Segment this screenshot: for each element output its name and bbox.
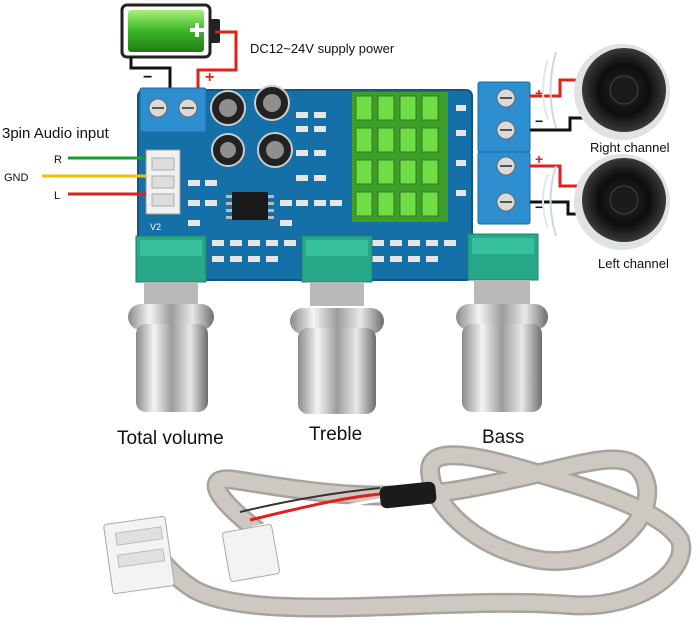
total-volume-label: Total volume <box>117 428 224 449</box>
pin-l-label: L <box>54 190 60 202</box>
right-speaker-wire-black <box>530 116 590 132</box>
right-plus-sign: + <box>535 85 543 101</box>
right-speaker-icon <box>542 44 670 140</box>
battery-wire-black <box>129 57 172 100</box>
left-speaker-icon <box>542 154 670 250</box>
right-speaker-wire-red <box>530 78 590 98</box>
battery-wire-red <box>196 30 238 100</box>
capacitors <box>210 85 293 168</box>
left-minus-sign: − <box>535 199 543 215</box>
volume-knob <box>128 235 214 412</box>
treble-label: Treble <box>309 424 362 445</box>
treble-knob <box>290 235 384 414</box>
smd-components <box>188 105 466 262</box>
left-speaker-terminal <box>477 151 531 225</box>
pin-r-label: R <box>54 154 62 166</box>
right-speaker-terminal <box>477 81 531 153</box>
left-plus-sign: + <box>535 151 543 167</box>
bass-label: Bass <box>482 427 524 448</box>
heatsink <box>352 92 448 222</box>
left-channel-label: Left channel <box>598 256 669 271</box>
supply-plus-sign: + <box>205 69 214 86</box>
supply-minus-sign: − <box>143 69 152 86</box>
board-mark: V2 <box>150 222 161 232</box>
audio-input-connector <box>145 149 181 215</box>
ic-chip <box>226 192 274 220</box>
right-channel-label: Right channel <box>590 140 670 155</box>
bass-knob <box>456 233 548 412</box>
power-terminal-block <box>139 87 207 133</box>
battery-icon <box>120 3 220 59</box>
pin-gnd-label: GND <box>4 172 29 184</box>
left-speaker-wire-red <box>530 164 588 188</box>
audio-input-label: 3pin Audio input <box>2 125 110 142</box>
supply-label: DC12~24V supply power <box>250 41 395 56</box>
right-minus-sign: − <box>535 113 543 129</box>
audio-cable <box>103 445 692 618</box>
